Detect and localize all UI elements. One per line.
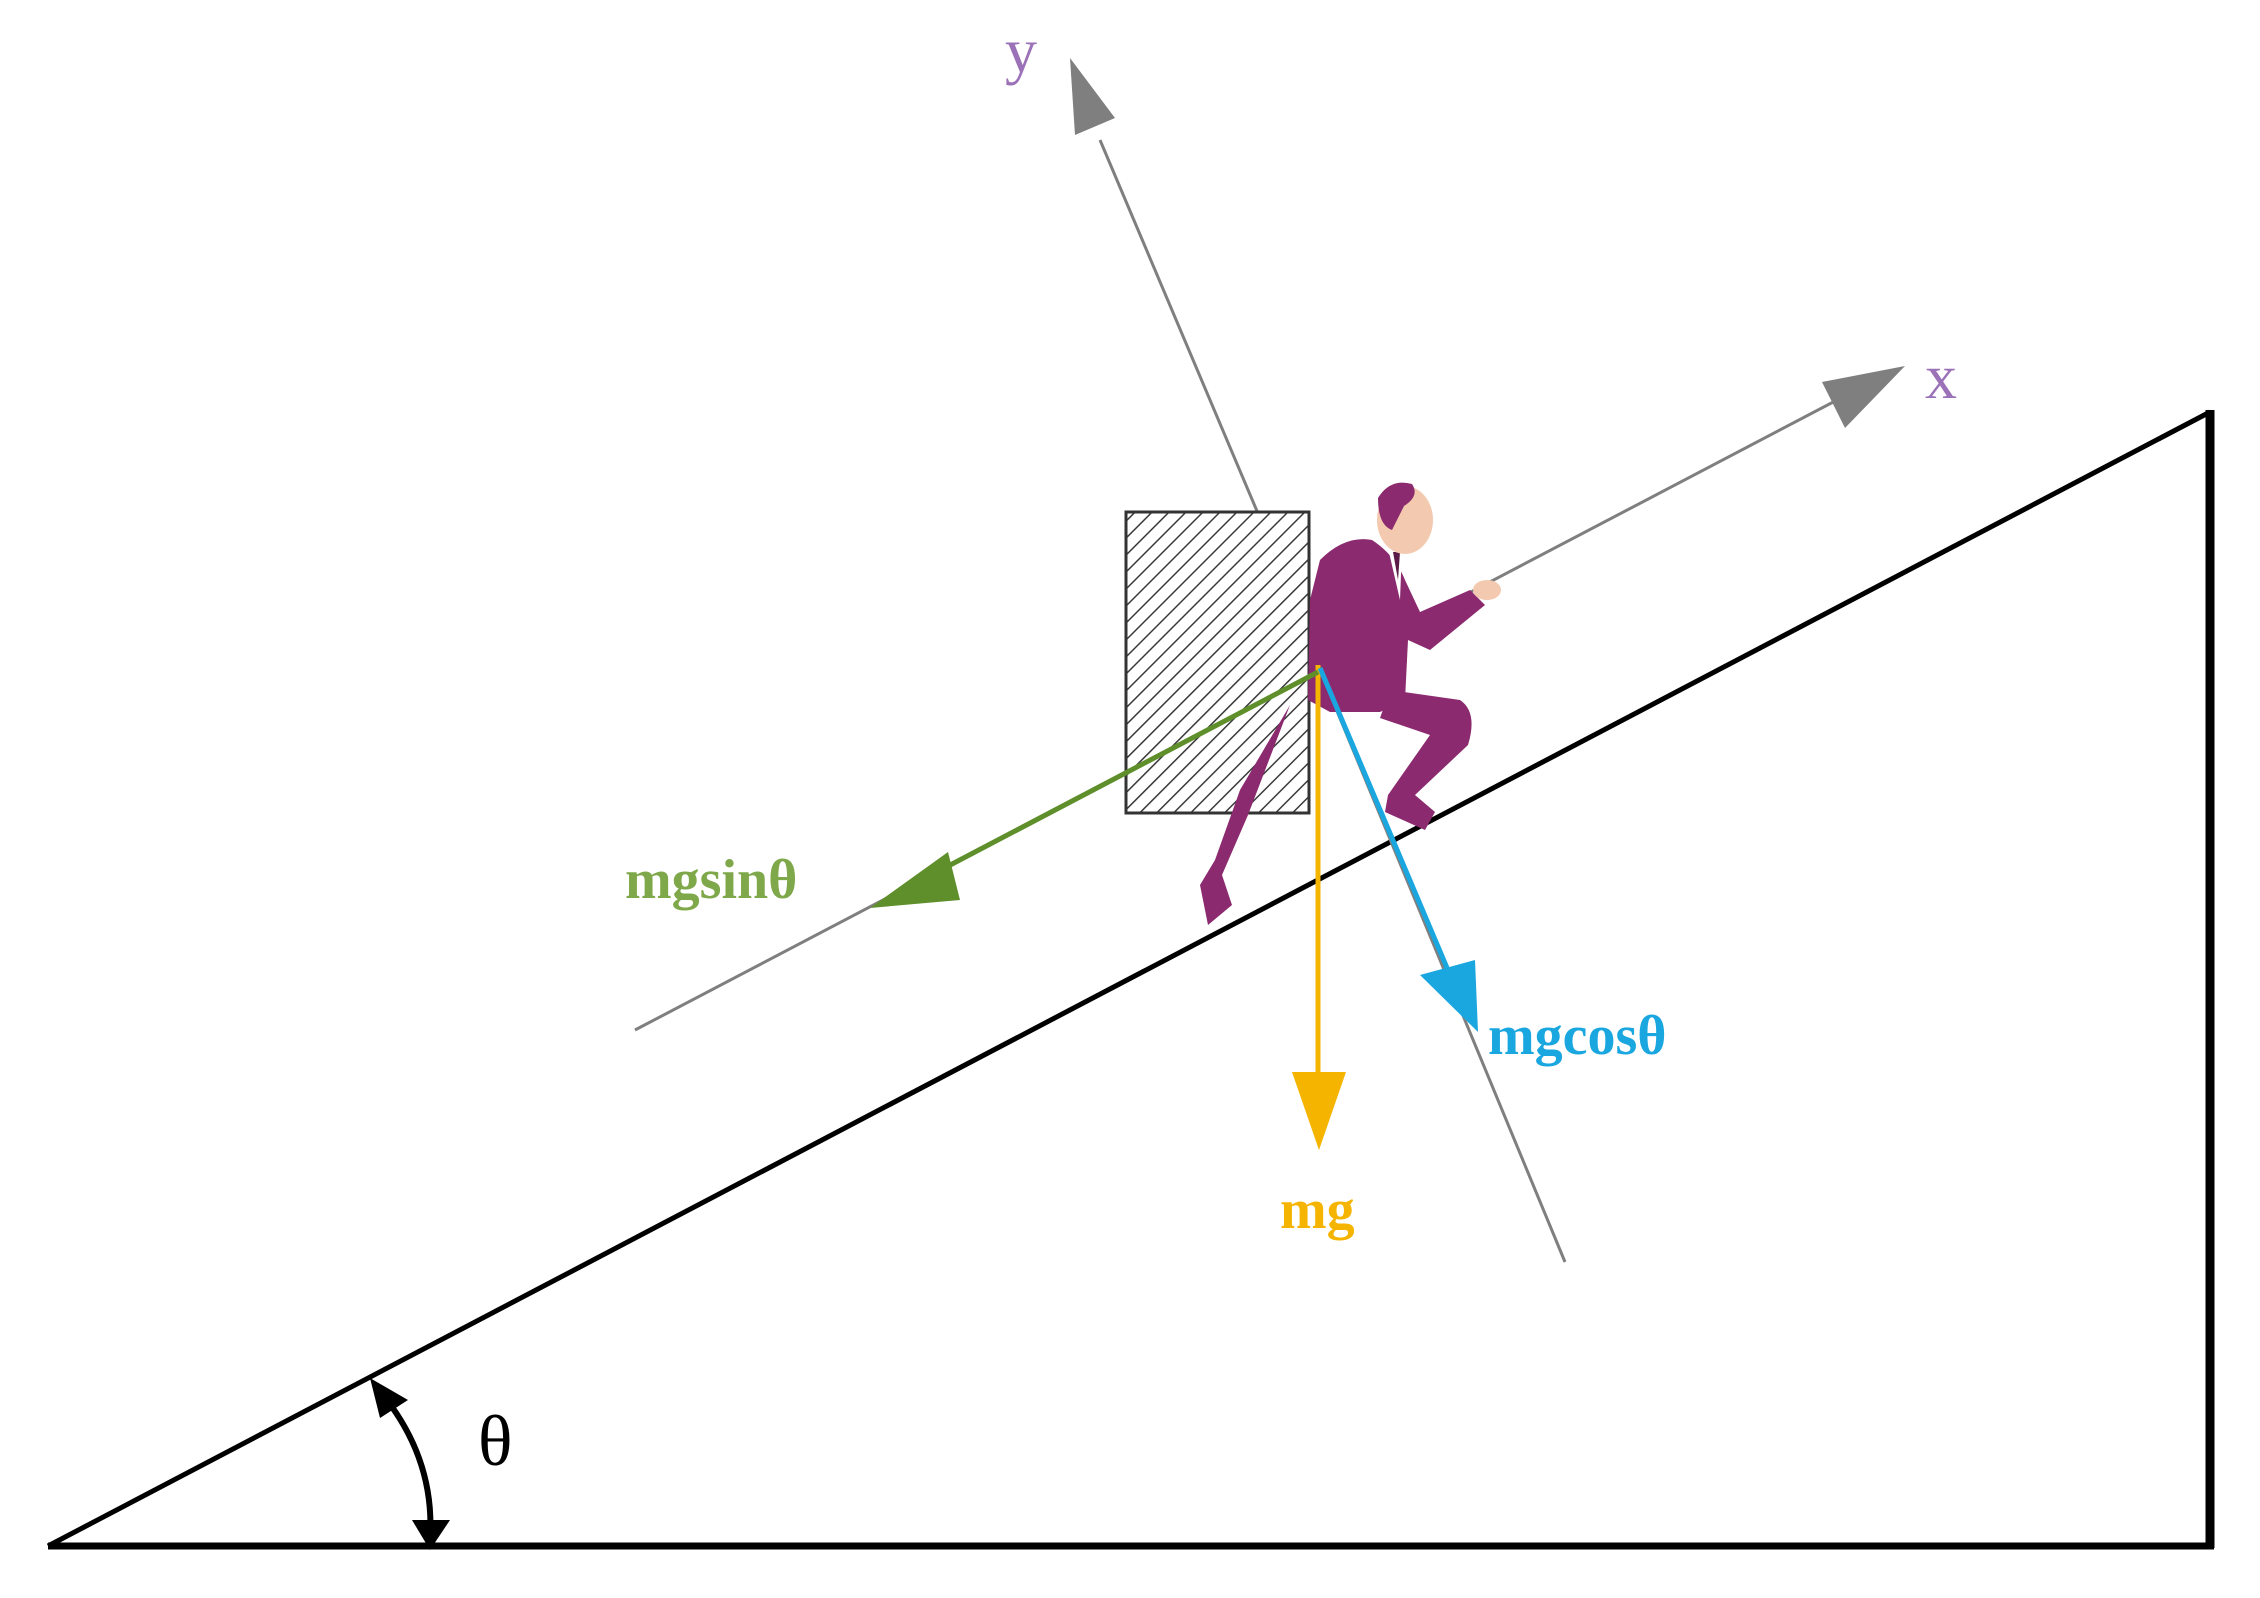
x-axis-arrowhead bbox=[1822, 366, 1905, 428]
force-mg-vector bbox=[1292, 665, 1346, 1150]
hatched-block bbox=[1124, 510, 1311, 815]
angle-indicator bbox=[370, 1378, 450, 1550]
force-mgsin-label: mgsinθ bbox=[625, 849, 797, 911]
force-mg-label: mg bbox=[1280, 1179, 1355, 1241]
incline-hypotenuse bbox=[46, 409, 2212, 1549]
angle-arrowhead-top bbox=[370, 1378, 408, 1418]
force-mgcos-vector bbox=[1317, 667, 1478, 1032]
incline bbox=[46, 409, 2215, 1550]
force-mgsin-vector bbox=[870, 669, 1320, 908]
force-mgcos-label: mgcosθ bbox=[1488, 1005, 1667, 1067]
y-axis-label: y bbox=[1005, 15, 1037, 86]
y-axis-arrowhead bbox=[1070, 58, 1115, 135]
x-axis-label: x bbox=[1925, 341, 1957, 412]
angle-arrowhead-bottom bbox=[412, 1520, 450, 1550]
angle-label: θ bbox=[478, 1401, 513, 1481]
person-figure bbox=[1200, 482, 1501, 925]
